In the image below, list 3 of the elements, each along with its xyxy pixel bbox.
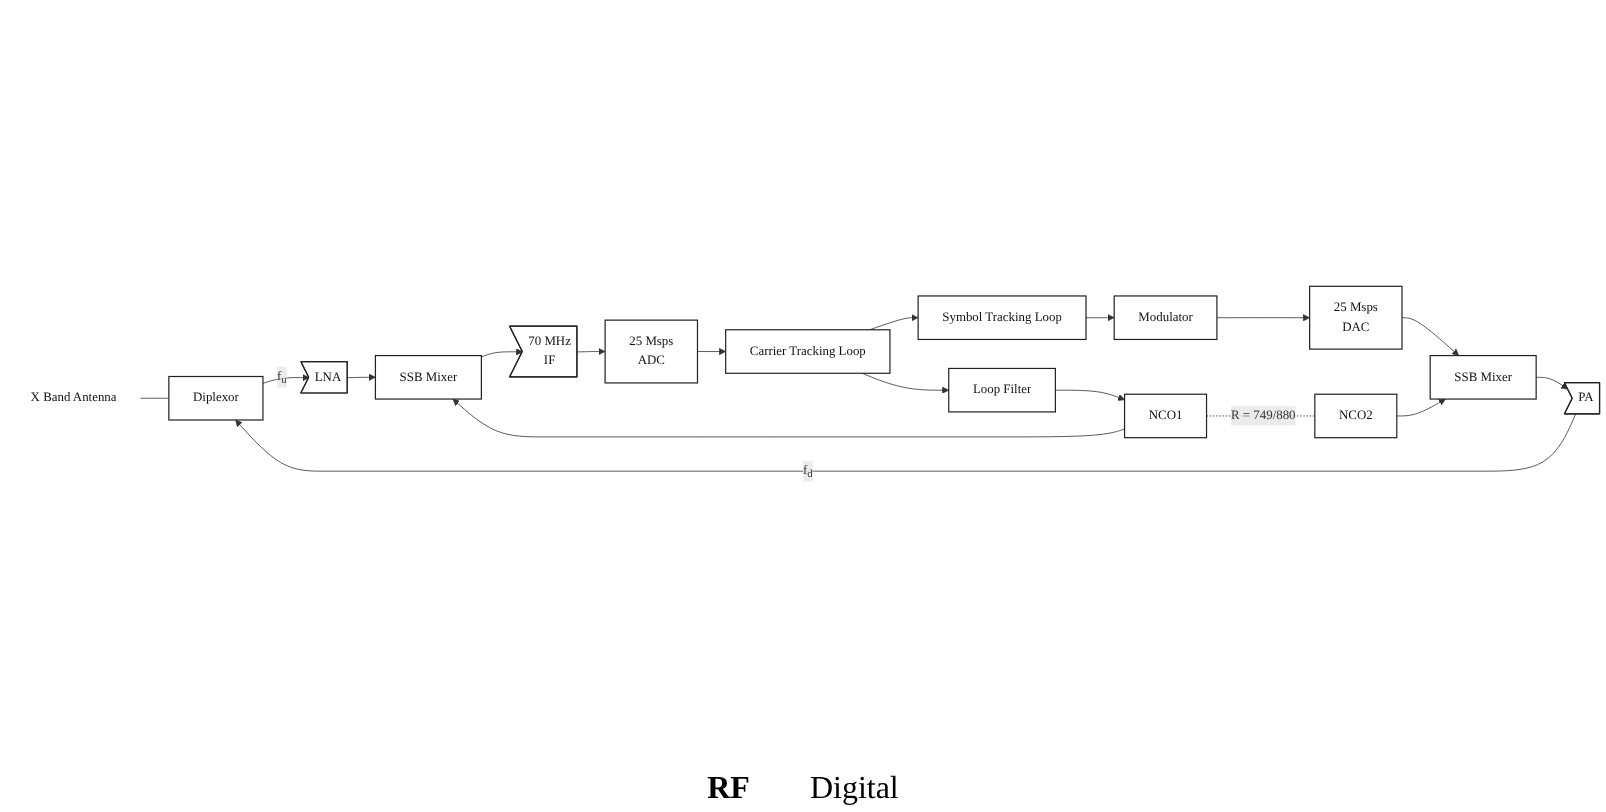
connector [140, 397, 170, 399]
region-label: RF [707, 772, 750, 808]
region-label: Digital [809, 772, 899, 808]
